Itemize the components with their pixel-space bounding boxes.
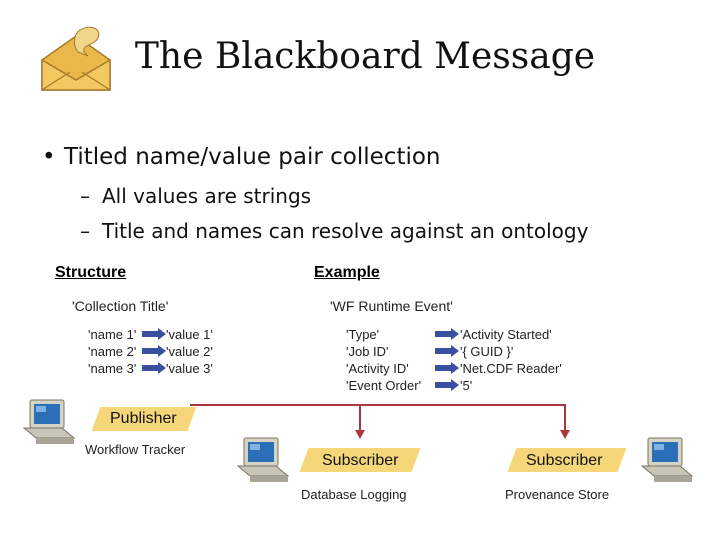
publisher-caption: Workflow Tracker: [85, 442, 186, 457]
list-item: 'name 2': [88, 344, 137, 359]
computer-icon: [636, 436, 698, 489]
list-item: 'name 1': [88, 327, 137, 342]
list-item: 'Activity ID': [346, 361, 409, 376]
structure-values: 'value 1' 'value 2' 'value 3': [166, 326, 213, 377]
structure-names: 'name 1' 'name 2' 'name 3': [88, 326, 136, 377]
bus-drop-arrowhead: [355, 430, 365, 439]
list-item: '5': [460, 378, 473, 393]
list-item: 'Job ID': [346, 344, 389, 359]
message-bus-line: [190, 404, 566, 406]
list-item: 'Activity Started': [460, 327, 552, 342]
right-arrow-icon: [142, 362, 166, 374]
right-arrow-icon: [142, 328, 166, 340]
subscriber-caption: Provenance Store: [505, 487, 610, 502]
dash-marker: –: [80, 184, 90, 208]
sub-bullet-1: –All values are strings: [80, 184, 311, 208]
example-header: Example: [314, 264, 380, 281]
list-item: 'value 3': [166, 361, 213, 376]
sub-bullet-text: All values are strings: [102, 184, 312, 208]
sub-bullet-2: –Title and names can resolve against an …: [80, 219, 588, 243]
example-collection-title: 'WF Runtime Event': [330, 298, 453, 314]
list-item: '{ GUID }': [460, 344, 514, 359]
envelope-icon: [38, 22, 114, 94]
list-item: 'value 1': [166, 327, 213, 342]
sub-bullet-text: Title and names can resolve against an o…: [102, 219, 589, 243]
list-item: 'value 2': [166, 344, 213, 359]
example-names: 'Type' 'Job ID' 'Activity ID' 'Event Ord…: [346, 326, 421, 394]
computer-icon: [232, 436, 294, 489]
example-values: 'Activity Started' '{ GUID }' 'Net.CDF R…: [460, 326, 562, 394]
structure-header: Structure: [55, 264, 127, 281]
right-arrow-icon: [142, 345, 166, 357]
bullet-marker: •: [42, 144, 56, 170]
main-bullet: • Titled name/value pair collection: [42, 144, 441, 170]
list-item: 'name 3': [88, 361, 137, 376]
right-arrow-icon: [435, 345, 459, 357]
list-item: 'Event Order': [346, 378, 422, 393]
right-arrow-icon: [435, 379, 459, 391]
publisher-label: Publisher: [110, 410, 177, 427]
bullet-text: Titled name/value pair collection: [64, 144, 441, 170]
list-item: 'Net.CDF Reader': [460, 361, 562, 376]
structure-collection-title: 'Collection Title': [72, 298, 169, 314]
arrow-icons: [434, 327, 460, 400]
bus-drop-arrowhead: [560, 430, 570, 439]
bus-drop-line: [359, 404, 361, 430]
subscriber-label: Subscriber: [526, 452, 603, 469]
right-arrow-icon: [435, 328, 459, 340]
slide-title: The Blackboard Message: [134, 36, 596, 77]
computer-icon: [18, 398, 80, 451]
right-arrow-icon: [435, 362, 459, 374]
bus-drop-line: [564, 404, 566, 430]
subscriber-caption: Database Logging: [301, 487, 407, 502]
list-item: 'Type': [346, 327, 380, 342]
subscriber-label: Subscriber: [322, 452, 399, 469]
arrow-icons: [141, 327, 167, 384]
dash-marker: –: [80, 219, 90, 243]
